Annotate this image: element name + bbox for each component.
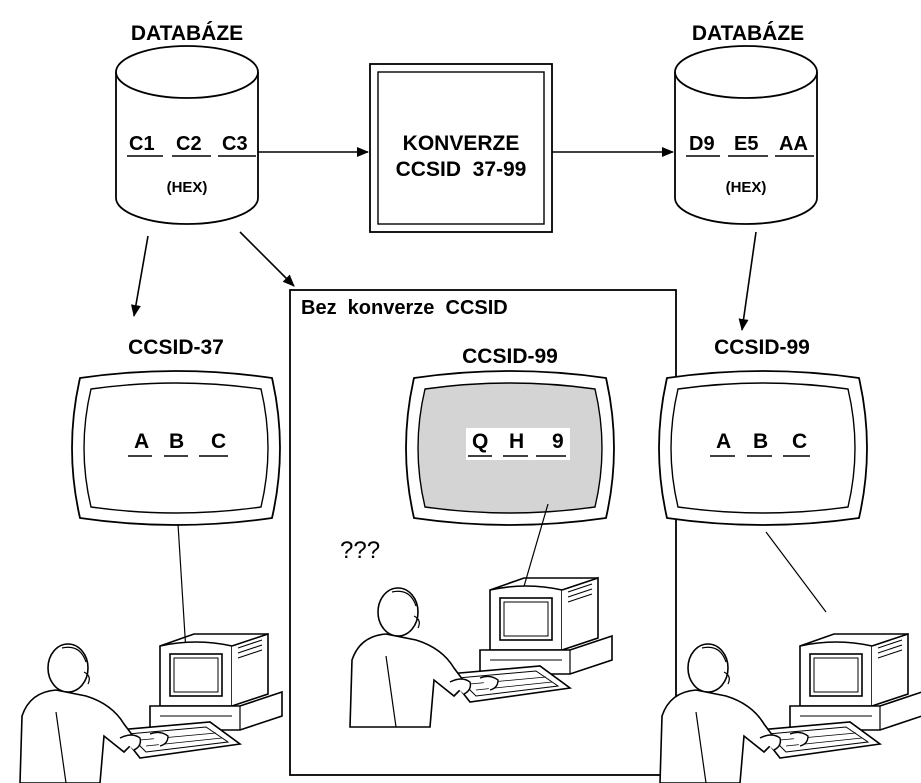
left-terminal-char-2: B bbox=[169, 430, 184, 453]
left-db-code-2: C2 bbox=[176, 133, 202, 155]
right-database-cylinder-icon bbox=[674, 45, 818, 225]
left-monitor-screen-icon bbox=[71, 370, 281, 526]
right-terminal-char-2: B bbox=[753, 430, 768, 453]
converter-line-1: KONVERZE bbox=[403, 132, 520, 155]
left-user-at-computer-icon bbox=[19, 633, 283, 783]
right-db-hex-label: (HEX) bbox=[726, 179, 767, 196]
right-terminal-char-3: C bbox=[792, 430, 807, 453]
left-terminal-title: CCSID-37 bbox=[128, 336, 224, 359]
middle-terminal-char-3: 9 bbox=[552, 430, 564, 453]
left-terminal-char-3: C bbox=[211, 430, 226, 453]
left-db-code-3: C3 bbox=[222, 133, 248, 155]
right-monitor-screen-icon bbox=[658, 370, 868, 526]
arrow-icon bbox=[130, 147, 757, 331]
left-database-cylinder-icon bbox=[115, 45, 259, 225]
left-db-title: DATABÁZE bbox=[131, 22, 243, 45]
middle-connector-line bbox=[519, 503, 549, 601]
middle-monitor-screen-icon bbox=[405, 370, 615, 526]
right-terminal-char-1: A bbox=[716, 430, 731, 453]
middle-panel-title: Bez konverze CCSID bbox=[301, 297, 508, 319]
converter-line-2: CCSID 37-99 bbox=[396, 158, 527, 181]
left-terminal-char-1: A bbox=[134, 430, 149, 453]
left-db-code-1: C1 bbox=[129, 133, 155, 155]
right-db-title: DATABÁZE bbox=[692, 22, 804, 45]
right-terminal-title: CCSID-99 bbox=[714, 336, 810, 359]
middle-terminal-title: CCSID-99 bbox=[462, 345, 558, 368]
right-user-at-computer-icon bbox=[659, 633, 921, 783]
converter-box bbox=[369, 63, 553, 233]
middle-terminal-char-1: Q bbox=[472, 430, 488, 453]
right-db-code-3: AA bbox=[779, 133, 808, 155]
middle-terminal-char-2: H bbox=[509, 430, 524, 453]
right-db-code-1: D9 bbox=[689, 133, 715, 155]
left-connector-line bbox=[177, 523, 187, 653]
right-db-code-2: E5 bbox=[734, 133, 758, 155]
right-connector-line bbox=[765, 531, 827, 613]
left-db-hex-label: (HEX) bbox=[167, 179, 208, 196]
middle-question-marks: ??? bbox=[340, 537, 380, 564]
